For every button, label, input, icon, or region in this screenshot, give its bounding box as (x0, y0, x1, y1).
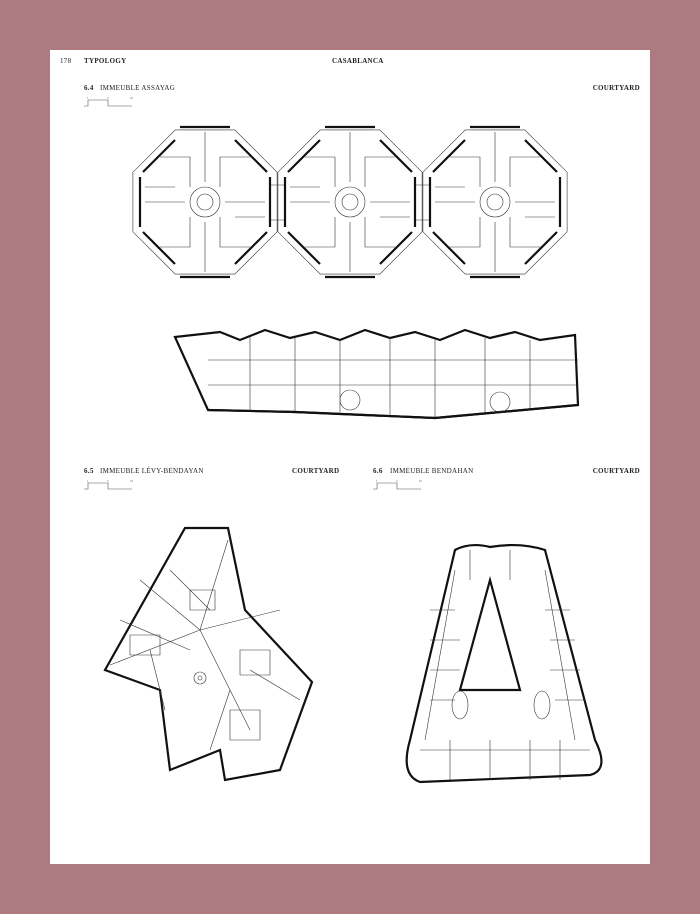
scale-bar: 1 5 10 (84, 94, 134, 107)
book-page: 178 TYPOLOGY CASABLANCA 6.4 IMMEUBLE ASS… (50, 50, 650, 864)
scale-label: 1 (87, 479, 89, 483)
scale-label: 5 (396, 479, 398, 483)
scale-label: 10 (130, 96, 134, 100)
section-title: TYPOLOGY (84, 57, 127, 65)
stair-core (341, 193, 359, 211)
stair-core (486, 193, 504, 211)
scale-label: 10 (419, 479, 423, 483)
scale-bar: 1 5 10 (373, 477, 423, 490)
plan-title: IMMEUBLE LÉVY-BENDAYAN (100, 467, 204, 475)
scale-label: 5 (107, 479, 109, 483)
plan-title: IMMEUBLE BENDAHAN (390, 467, 474, 475)
scale-bar: 1 5 10 (84, 477, 134, 490)
octagon-outline (132, 129, 278, 275)
interior-walls (145, 132, 265, 272)
scale-label: 5 (107, 96, 109, 100)
plan-type: COURTYARD (292, 467, 340, 475)
scale-label: 1 (376, 479, 378, 483)
building-wall (283, 125, 417, 279)
page-number: 178 (60, 57, 72, 65)
stair-courtyard (334, 186, 366, 218)
connector (271, 184, 429, 221)
plan-type: COURTYARD (592, 467, 640, 475)
stair-courtyard (479, 186, 511, 218)
stair-courtyard (189, 186, 221, 218)
plan-number: 6.5 (84, 467, 94, 475)
floor-plan-levy-bendayan (103, 526, 314, 782)
octagon-outline (422, 129, 568, 275)
plan-number: 6.6 (373, 467, 383, 475)
plan-number: 6.4 (84, 84, 94, 92)
floor-plan-bendahan (405, 543, 603, 784)
interior-walls (435, 132, 555, 272)
building-wall (138, 125, 272, 279)
city-title: CASABLANCA (332, 57, 384, 65)
interior-walls (290, 132, 410, 272)
octagon-outline (277, 129, 423, 275)
stair-core (196, 193, 214, 211)
floor-plans (103, 125, 603, 784)
floor-plan-assayag-lower (173, 328, 580, 420)
floor-plan-assayag-upper (132, 125, 568, 279)
plan-type: COURTYARD (592, 84, 640, 92)
plan-title: IMMEUBLE ASSAYAG (100, 84, 176, 92)
building-wall (428, 125, 562, 279)
scale-label: 1 (87, 96, 89, 100)
scale-label: 10 (130, 479, 134, 483)
